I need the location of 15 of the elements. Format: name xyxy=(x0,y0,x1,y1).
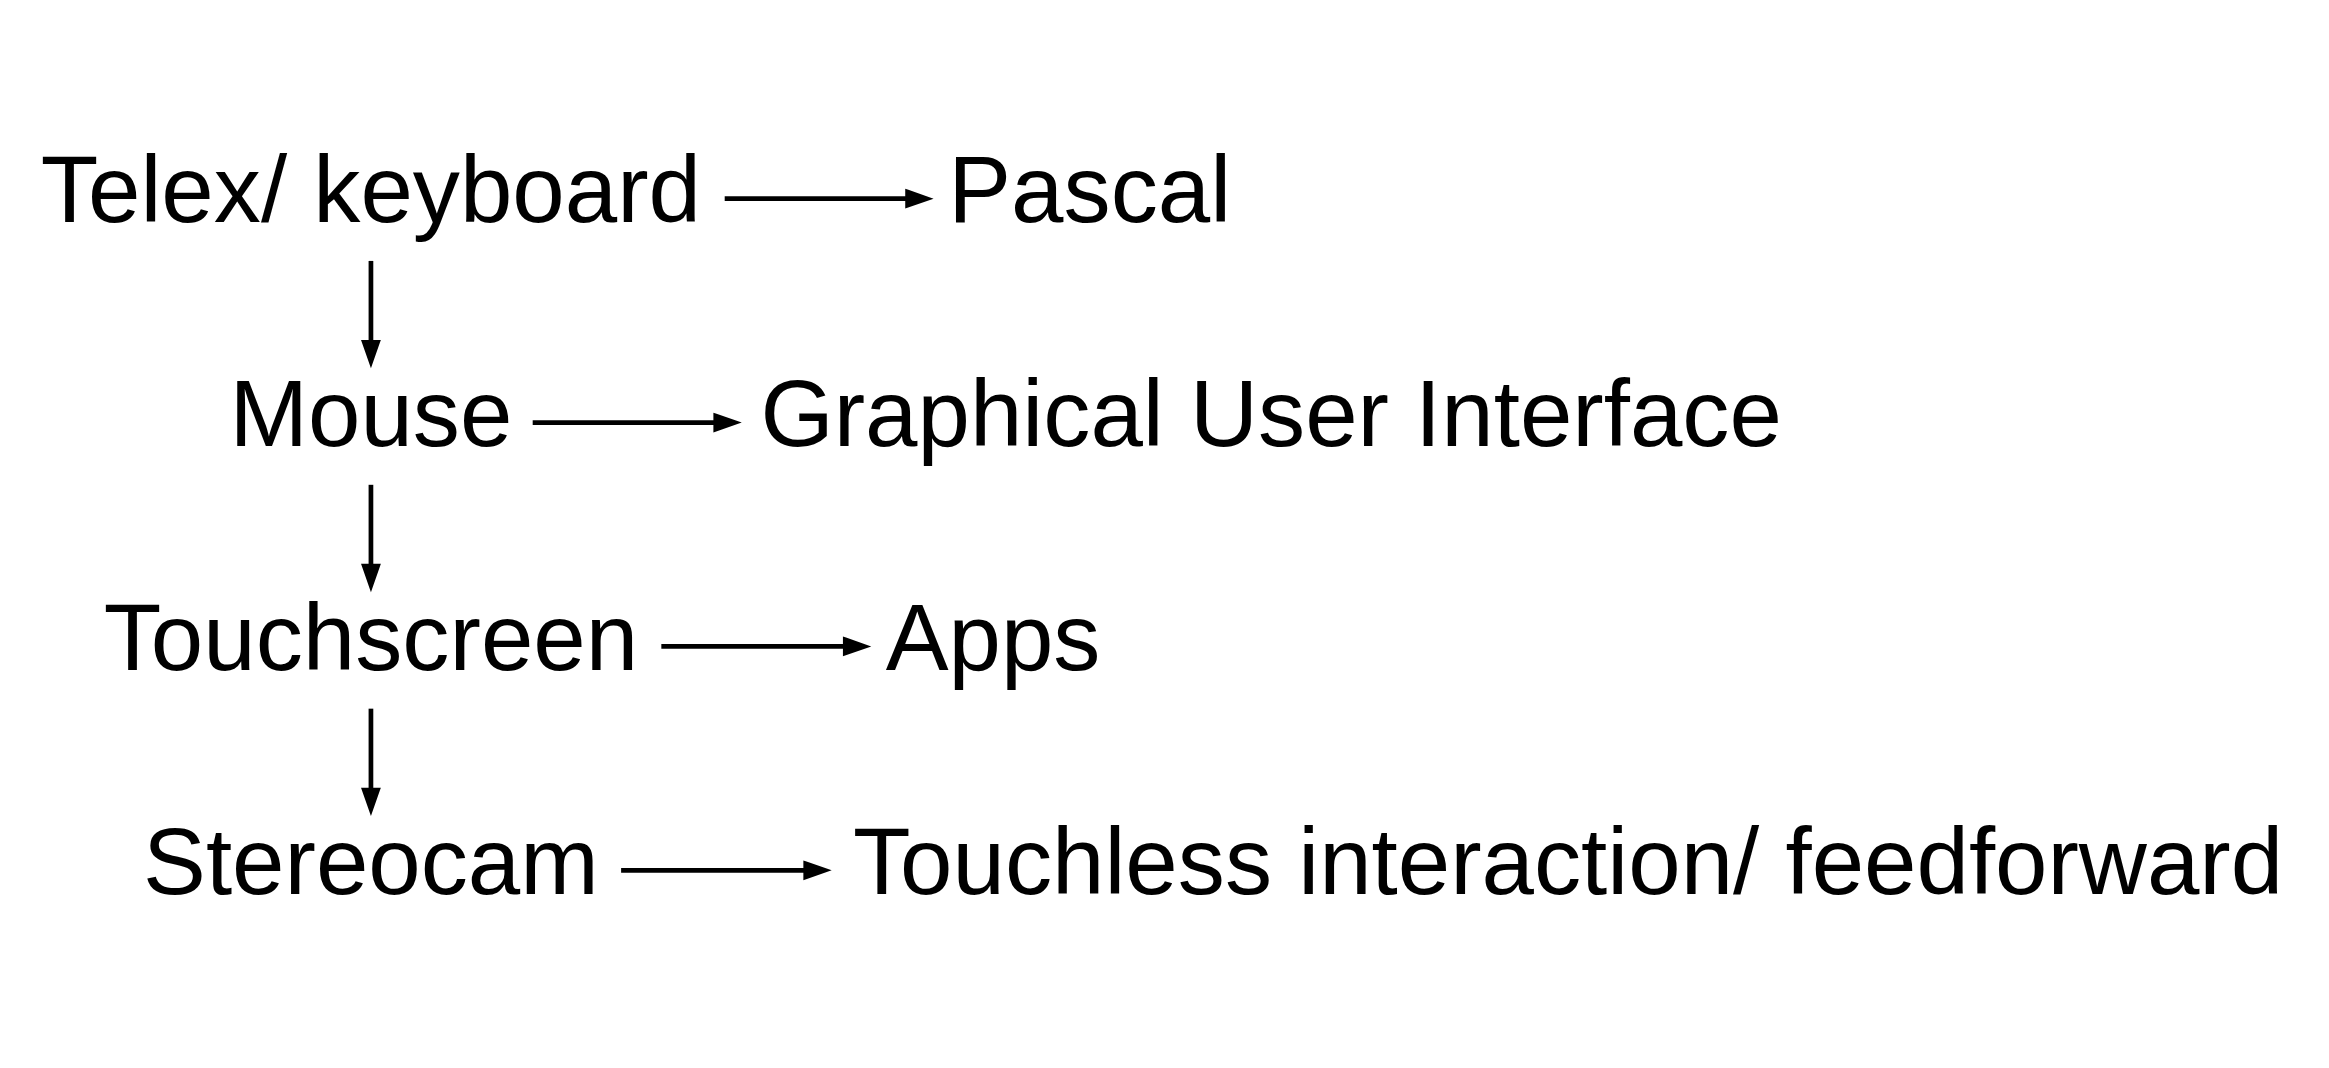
node-text: Mouse xyxy=(229,360,513,466)
node-text: Touchscreen xyxy=(103,584,639,690)
arrow xyxy=(361,708,381,816)
node-text: Telex/ keyboard xyxy=(40,136,701,242)
arrow xyxy=(724,188,934,209)
arrow xyxy=(661,636,872,656)
node-text: Apps xyxy=(885,584,1101,690)
arrow xyxy=(532,412,742,432)
arrow xyxy=(361,260,381,368)
node-text: Stereocam xyxy=(143,808,599,914)
arrow xyxy=(361,484,381,592)
node-text: Pascal xyxy=(948,136,1232,242)
node-text: Graphical User Interface xyxy=(760,360,1782,466)
arrow xyxy=(621,859,832,880)
node-text: Touchless interaction/ feedforward xyxy=(852,808,2284,914)
